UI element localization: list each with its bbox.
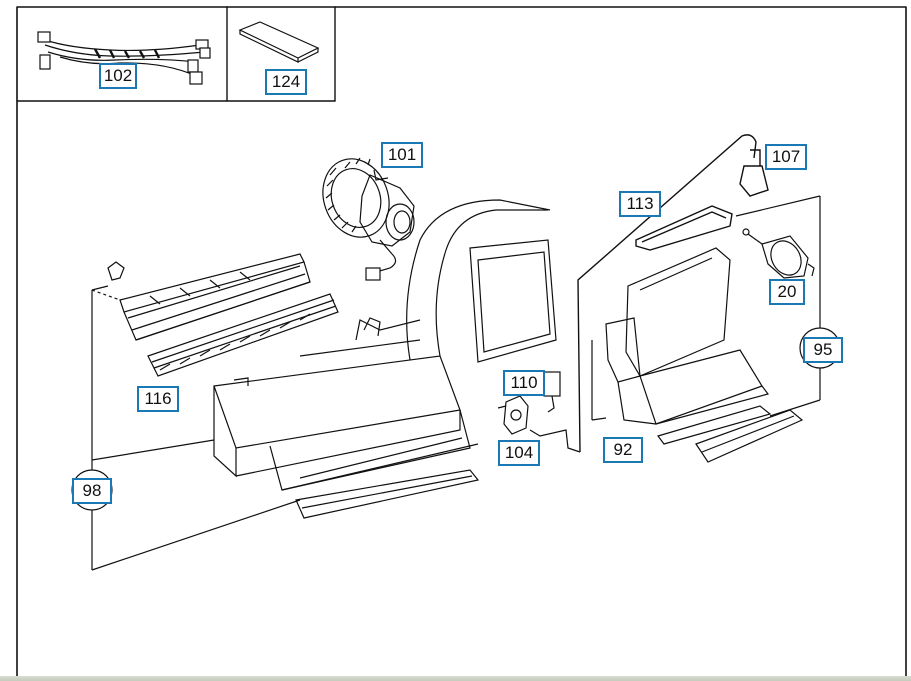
heater-housing-drawing — [605, 247, 804, 463]
callout-20[interactable]: 20 — [769, 279, 805, 305]
callout-92[interactable]: 92 — [603, 437, 643, 463]
vacuum-actuator-drawing — [742, 228, 815, 279]
callout-107[interactable]: 107 — [765, 144, 807, 170]
sensor-wire-drawing — [577, 134, 769, 453]
switch-drawing — [497, 371, 581, 453]
callout-102[interactable]: 102 — [99, 63, 137, 89]
callout-101[interactable]: 101 — [381, 142, 423, 168]
blower-motor-drawing — [322, 157, 415, 281]
wiring-harness-drawing — [37, 31, 211, 85]
window-bottom-strip — [0, 676, 911, 681]
group-bracket-lines — [71, 195, 841, 571]
callout-95[interactable]: 95 — [803, 337, 843, 363]
diagram-frame — [16, 6, 907, 678]
filter-pad-drawing — [238, 21, 320, 63]
callout-113[interactable]: 113 — [619, 191, 661, 217]
callout-110[interactable]: 110 — [503, 370, 545, 396]
blower-housing-drawing — [213, 199, 557, 519]
callout-98[interactable]: 98 — [72, 478, 112, 504]
callout-104[interactable]: 104 — [498, 440, 540, 466]
filter-cartridges-drawing — [91, 253, 339, 377]
callout-116[interactable]: 116 — [137, 386, 179, 412]
callout-124[interactable]: 124 — [265, 69, 307, 95]
